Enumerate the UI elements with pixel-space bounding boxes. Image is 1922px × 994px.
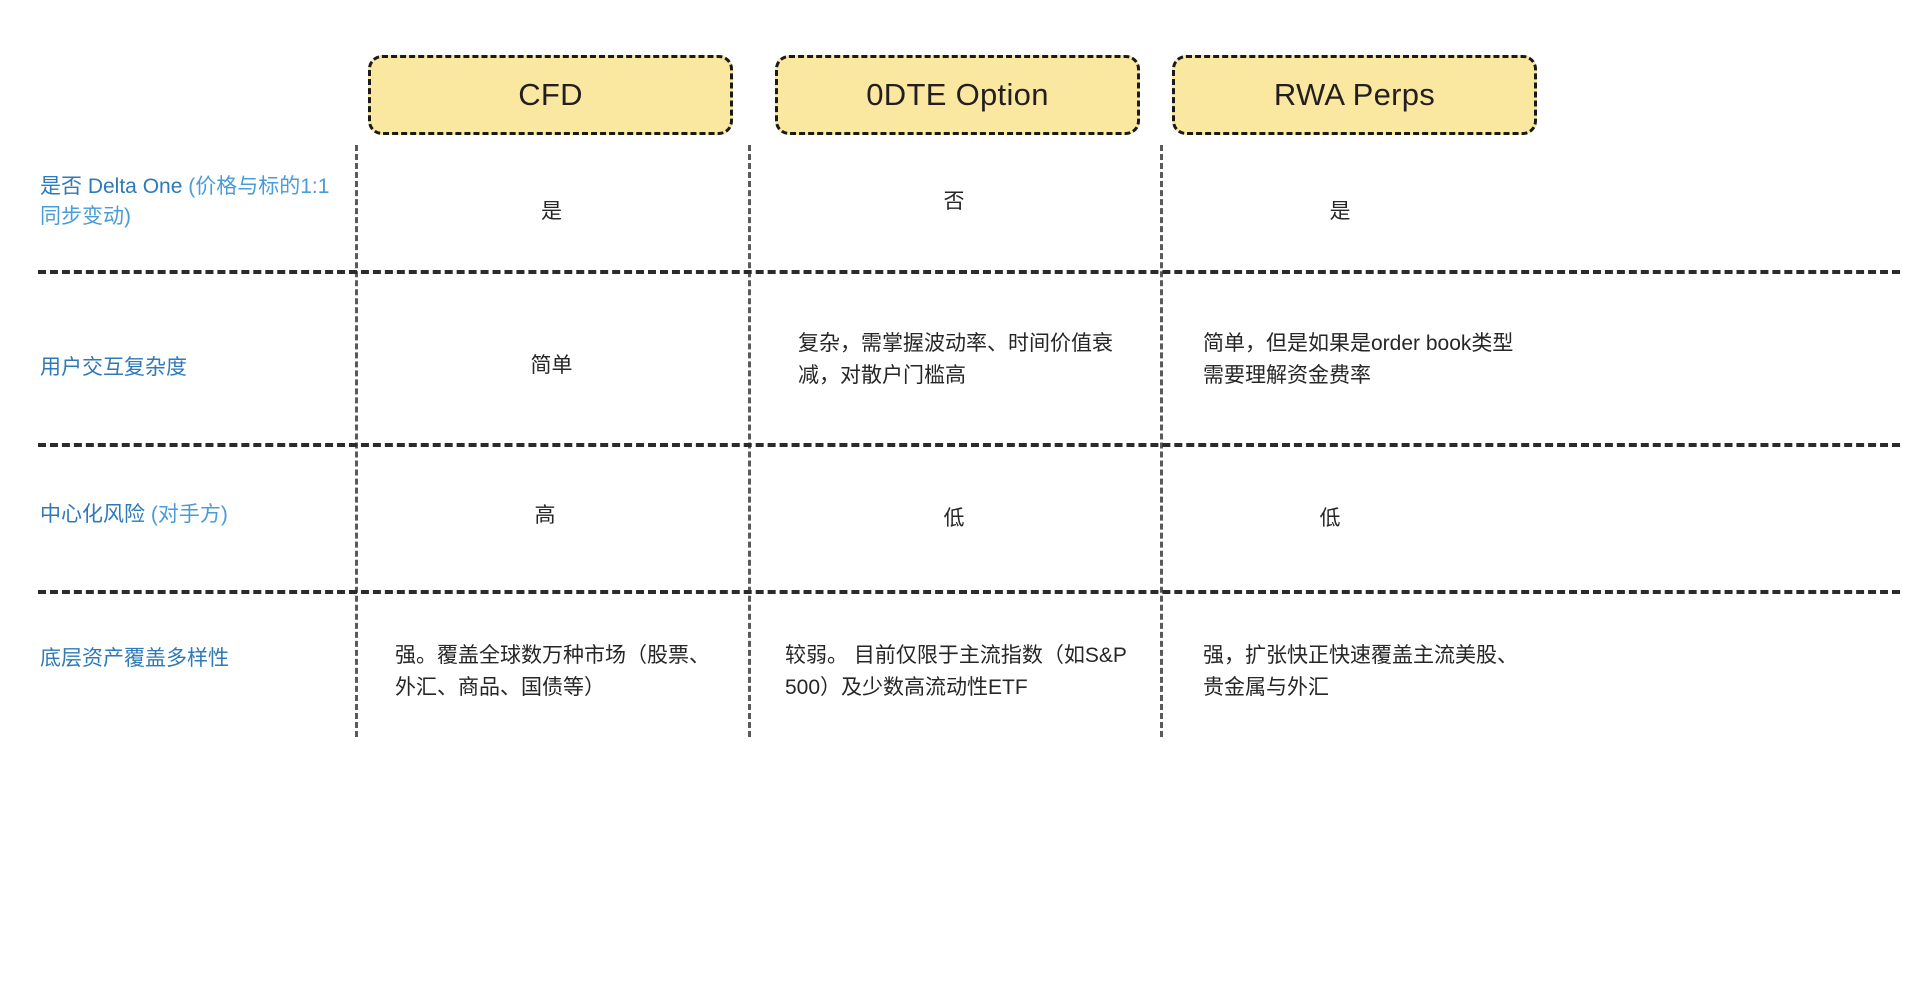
- row-divider-2: [38, 443, 1900, 447]
- row-label-asset-coverage-main: 底层资产覆盖多样性: [40, 647, 229, 670]
- column-header-cfd-label: CFD: [518, 77, 583, 112]
- row-divider-3: [38, 590, 1900, 594]
- row-label-ux-complexity-main: 用户交互复杂度: [40, 356, 187, 379]
- column-divider-2: [748, 145, 751, 737]
- row-label-ux-complexity: 用户交互复杂度: [40, 353, 340, 383]
- row-label-asset-coverage: 底层资产覆盖多样性: [40, 644, 340, 674]
- cell-delta-one-0dte: 否: [943, 190, 965, 214]
- cell-ux-complexity-cfd: 简单: [530, 354, 573, 378]
- cell-ux-complexity-0dte: 复杂，需掌握波动率、时间价值衰减，对散户门槛高: [798, 332, 1113, 387]
- column-header-cfd: CFD: [368, 55, 733, 135]
- cell-centralization-risk-0dte: 低: [943, 507, 965, 531]
- row-label-delta-one-sub: (价格与标的1:1同步变动): [40, 175, 330, 229]
- column-divider-1: [355, 145, 358, 737]
- row-label-delta-one: 是否 Delta One (价格与标的1:1同步变动): [40, 172, 340, 233]
- column-header-rwa-perps: RWA Perps: [1172, 55, 1537, 135]
- cell-centralization-risk-cfd: 高: [534, 504, 556, 528]
- column-header-rwa-perps-label: RWA Perps: [1273, 77, 1436, 112]
- cell-centralization-risk-rwa: 低: [1319, 507, 1341, 531]
- column-header-0dte-option: 0DTE Option: [775, 55, 1140, 135]
- row-label-centralization-risk-main: 中心化风险: [40, 503, 151, 526]
- cell-delta-one-cfd: 是: [541, 200, 562, 224]
- row-label-delta-one-main: 是否 Delta One: [40, 175, 189, 198]
- column-header-0dte-option-label: 0DTE Option: [866, 77, 1049, 112]
- column-divider-3: [1160, 145, 1163, 737]
- cell-asset-coverage-0dte: 较弱。 目前仅限于主流指数（如S&P 500）及少数高流动性ETF: [785, 644, 1127, 699]
- cell-ux-complexity-rwa: 简单，但是如果是order book类型需要理解资金费率: [1203, 332, 1514, 387]
- cell-delta-one-rwa: 是: [1329, 200, 1351, 224]
- row-label-centralization-risk: 中心化风险 (对手方): [40, 500, 340, 530]
- cell-asset-coverage-cfd: 强。覆盖全球数万种市场（股票、外汇、商品、国债等）: [395, 644, 710, 699]
- cell-asset-coverage-rwa: 强，扩张快正快速覆盖主流美股、贵金属与外汇: [1203, 644, 1518, 699]
- row-label-centralization-risk-sub: (对手方): [150, 503, 228, 526]
- row-divider-1: [38, 270, 1900, 274]
